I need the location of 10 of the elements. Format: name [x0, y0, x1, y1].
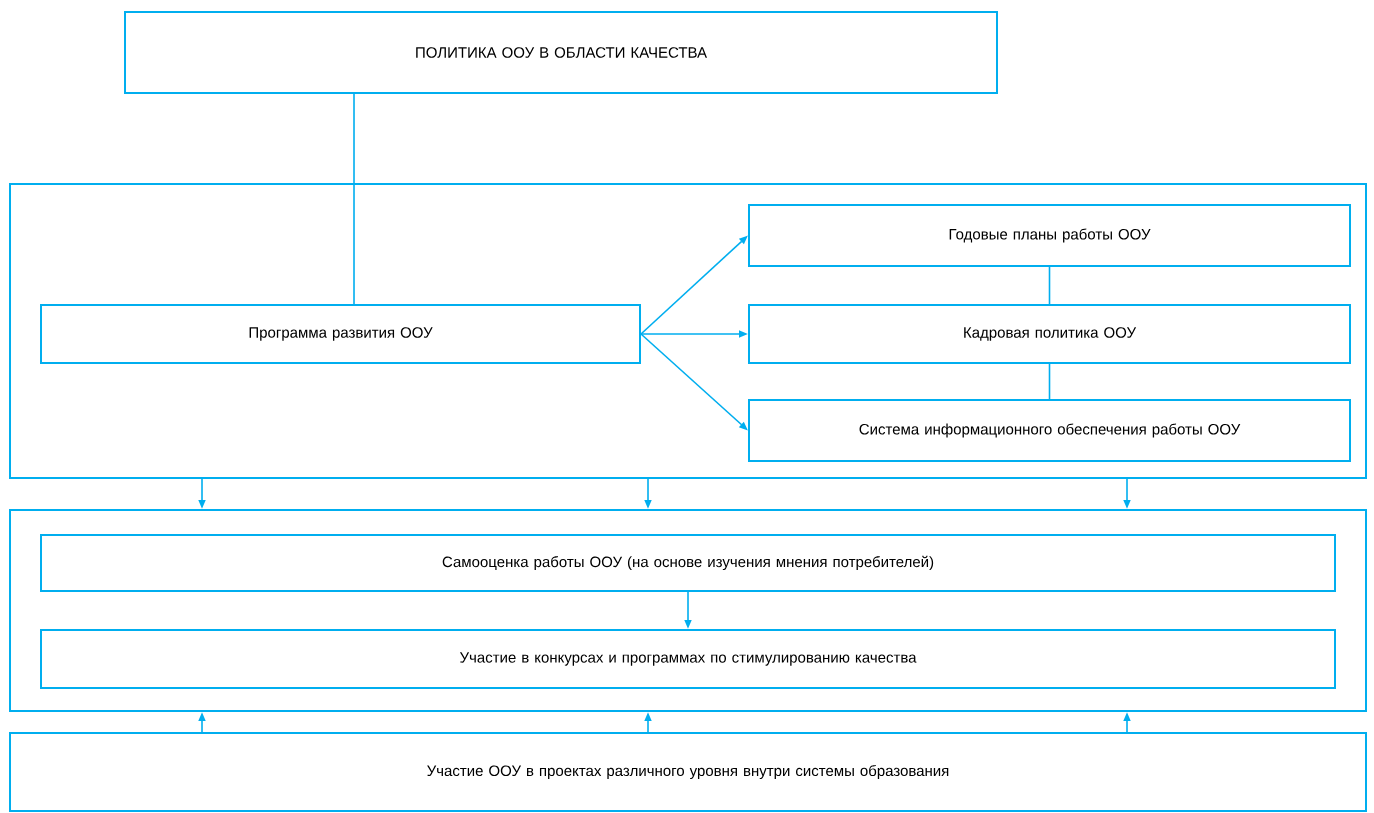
- process-box: Система информационного обеспечения работы ООУ: [748, 399, 1351, 462]
- outer-box: ПОЛИТИКА ООУ В ОБЛАСТИ КАЧЕСТВА: [124, 11, 998, 94]
- process-box: Годовые планы работы ООУ: [748, 204, 1351, 267]
- process-box: Программа развития ООУ: [40, 304, 641, 364]
- outer-box: Участие ООУ в проектах различного уровня внутри системы образования: [9, 732, 1367, 812]
- process-box: Кадровая политика ООУ: [748, 304, 1351, 364]
- process-box: Участие в конкурсах и программах по стимулированию качества: [40, 629, 1336, 689]
- group-frame: [9, 509, 1367, 712]
- process-box: Самооценка работы ООУ (на основе изучения мнения потребителей): [40, 534, 1336, 592]
- group-frame: [9, 183, 1367, 479]
